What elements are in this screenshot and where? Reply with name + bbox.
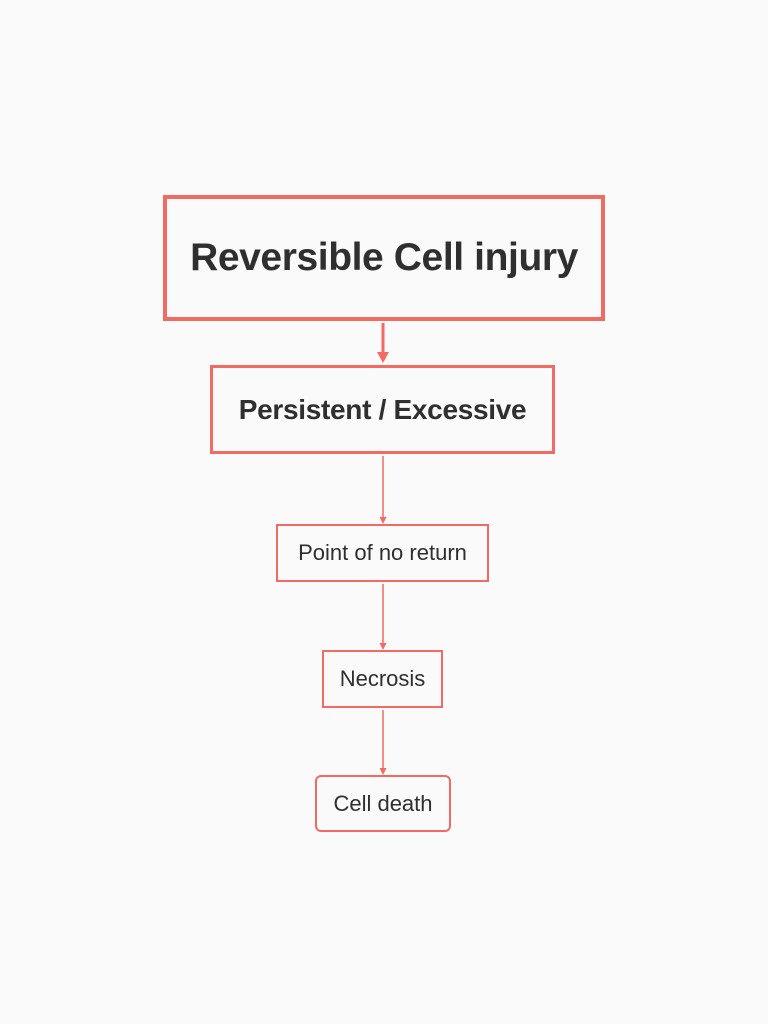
node-necrosis: Necrosis: [322, 650, 443, 708]
arrow-1: [377, 323, 389, 363]
arrow-1-head: [377, 352, 389, 363]
arrow-2: [379, 456, 387, 524]
node-point-of-no-return: Point of no return: [276, 524, 489, 582]
node-cell-death-label: Cell death: [333, 790, 433, 816]
node-reversible-cell-injury-label: Reversible Cell injury: [190, 236, 578, 279]
node-persistent-excessive-label: Persistent / Excessive: [238, 393, 527, 425]
arrow-4: [379, 710, 387, 775]
arrow-2-head: [379, 517, 387, 524]
node-cell-death: Cell death: [315, 775, 451, 832]
node-persistent-excessive: Persistent / Excessive: [210, 365, 555, 454]
arrow-3-head: [379, 643, 387, 650]
arrow-4-head: [379, 768, 387, 775]
node-necrosis-label: Necrosis: [339, 666, 426, 691]
node-point-of-no-return-label: Point of no return: [298, 540, 467, 565]
node-reversible-cell-injury: Reversible Cell injury: [163, 195, 605, 321]
arrow-3: [379, 584, 387, 650]
